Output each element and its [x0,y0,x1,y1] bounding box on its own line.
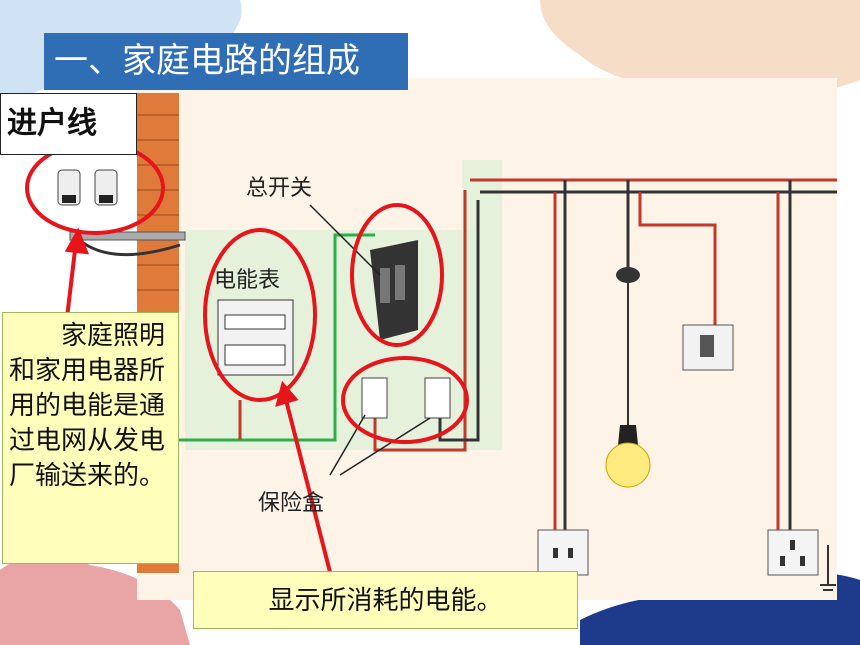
highlight-fuses [341,356,469,444]
leader-main-switch [309,204,381,276]
ground-symbol [820,545,836,591]
wire-drop-switch [638,192,717,330]
callout-power-source: 家庭照明和家用电器所用的电能是通过电网从发电厂输送来的。 [2,312,179,564]
fuse-left [361,377,388,419]
page-title: 一、家庭电路的组成 [44,33,408,90]
bracket [69,231,186,241]
socket-three-pin [767,529,819,576]
highlight-meter [203,228,317,402]
socket-two-pin [537,529,589,576]
wire-fuse-2 [438,200,480,442]
leader-fuse-1 [329,414,366,476]
incoming-insulators [57,169,118,206]
highlight-main-switch [350,203,444,347]
wire-fuse-1 [373,190,467,452]
leader-fuse-2 [339,417,431,476]
label-main-switch: 总开关 [246,176,313,201]
decor-blob-top-right [540,0,860,97]
main-switch [370,240,418,340]
lamp [605,267,651,488]
decor-blob-bottom-left [0,553,190,645]
wire-ground [179,233,375,442]
label-fuse-box: 保险盒 [258,491,325,516]
callout-meter-function: 显示所消耗的电能。 [193,571,578,629]
fuse-right [424,377,451,419]
wall-switch [682,324,734,371]
arrow-meter [284,399,332,573]
label-incoming-line: 进户线 [0,93,137,155]
label-energy-meter: 电能表 [214,268,281,293]
energy-meter [217,299,294,376]
